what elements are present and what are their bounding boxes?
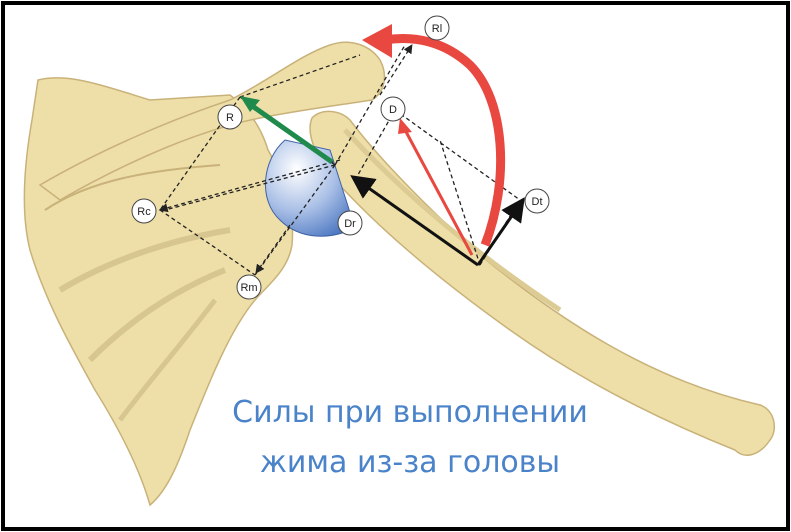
humerus-shading [343,128,562,313]
red-force-arrow-d [402,127,474,256]
caption-line-2: жима из-за головы [259,445,561,480]
label-d: D [380,96,406,122]
force-labels: Rl D R Rc Dt Dr Rm [131,15,550,300]
red-curved-arrow [384,33,506,247]
label-r: R [217,104,243,130]
black-force-arrow [350,175,479,267]
rm-arrow [255,224,291,274]
rc-arrow [158,159,341,213]
acromion [38,41,386,201]
scapula [23,77,294,507]
caption-line-1: Силы при выполнении [232,395,588,430]
label-rc: Rc [131,198,157,224]
svg-text:Dr: Dr [344,218,356,230]
svg-text:Dt: Dt [532,196,543,208]
svg-text:Rc: Rc [137,206,151,218]
scapula-ridge-3 [118,298,217,422]
label-rl: Rl [424,15,450,41]
scapula-spine-line [44,164,221,211]
scapula-ridge [58,227,231,293]
label-rm: Rm [236,274,262,300]
red-curved-arrowhead [362,24,392,58]
svg-text:R: R [226,112,234,124]
svg-text:D: D [389,104,397,116]
label-dt: Dt [524,188,550,214]
rl-dashed-arrow [379,44,413,96]
caption: Силы при выполнении жима из-за головы [150,388,670,488]
scapula-ridge-2 [87,267,227,363]
svg-text:Rl: Rl [432,23,442,35]
label-dr: Dr [337,210,363,236]
green-arrowhead [240,96,260,112]
red-arrowhead-d [398,118,412,134]
black-force-arrow-dt [476,197,525,266]
svg-text:Rm: Rm [240,282,257,294]
green-force-arrow [246,100,334,165]
